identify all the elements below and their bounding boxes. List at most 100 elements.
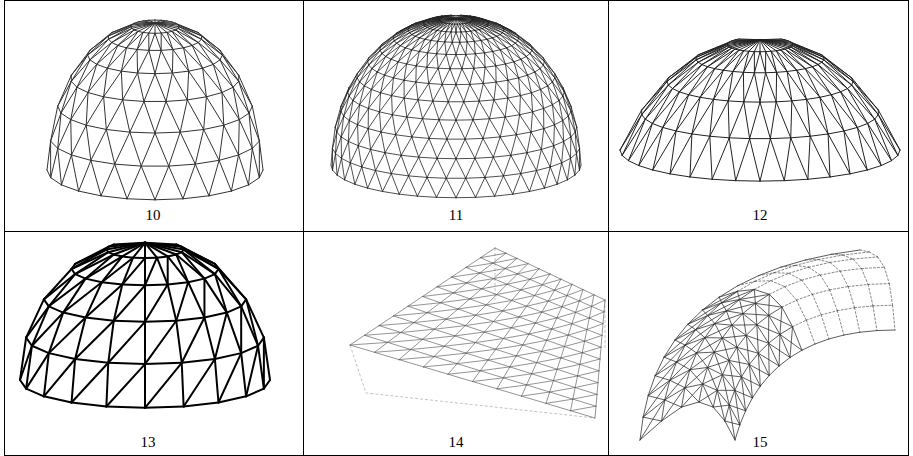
- wire-member: [456, 16, 460, 19]
- wire-member: [91, 160, 115, 164]
- wire-member: [344, 116, 350, 121]
- wire-member: [575, 376, 577, 388]
- support-line: [495, 248, 496, 300]
- wire-member: [427, 67, 429, 83]
- wire-member: [371, 149, 376, 170]
- wire-member: [521, 171, 537, 174]
- wire-member: [500, 137, 511, 155]
- wire-member: [446, 315, 476, 319]
- wire-member: [791, 136, 810, 138]
- wire-member: [77, 60, 90, 87]
- wire-member: [107, 48, 126, 68]
- wire-member: [552, 324, 572, 329]
- wire-member: [777, 72, 792, 101]
- wire-member: [485, 67, 496, 82]
- wire-member: [233, 87, 249, 113]
- wire-member: [568, 335, 584, 341]
- wire-member: [195, 160, 219, 164]
- wire-member: [368, 188, 383, 191]
- wire-member: [585, 330, 587, 342]
- wire-member: [385, 153, 401, 156]
- wire-member: [382, 54, 386, 57]
- wire-member: [572, 284, 583, 289]
- wire-member: [368, 129, 381, 132]
- wire-member: [144, 322, 146, 364]
- wire-member: [71, 120, 86, 126]
- wire-member: [521, 59, 535, 72]
- wire-member: [32, 306, 49, 345]
- wire-member: [75, 359, 108, 363]
- wire-member: [394, 41, 396, 43]
- wire-member: [240, 306, 242, 353]
- wire-member: [580, 364, 599, 370]
- wire-member: [689, 95, 700, 98]
- wire-member: [137, 33, 149, 49]
- wire-member: [557, 307, 562, 318]
- wire-member: [412, 119, 423, 137]
- wire-member: [126, 31, 138, 47]
- wire-member: [465, 139, 475, 158]
- wire-member: [180, 132, 195, 164]
- wire-member: [455, 336, 475, 343]
- wire-member: [172, 73, 187, 100]
- wire-member: [376, 171, 383, 192]
- wire-member: [544, 129, 554, 146]
- wire-member: [184, 48, 203, 68]
- wire-member: [475, 158, 485, 177]
- wire-member: [166, 100, 187, 102]
- wire-member: [350, 146, 358, 163]
- wire-member: [743, 52, 754, 73]
- wire-member: [88, 93, 104, 97]
- wire-member: [450, 55, 456, 69]
- wire-member: [812, 65, 818, 67]
- wire-member: [824, 60, 853, 82]
- wire-member: [264, 338, 270, 380]
- wire-member: [475, 332, 484, 343]
- wire-member: [137, 49, 149, 51]
- wire-member: [423, 297, 441, 303]
- wire-member: [522, 396, 547, 403]
- wire-member: [204, 97, 207, 130]
- wire-member: [377, 56, 385, 72]
- wire-member: [345, 180, 355, 184]
- wire-member: [494, 317, 520, 322]
- wire-member: [508, 98, 520, 115]
- wire-member: [511, 323, 535, 328]
- wire-member: [557, 312, 576, 318]
- wire-member: [567, 296, 579, 301]
- wire-member: [466, 353, 488, 360]
- wire-member: [481, 253, 507, 258]
- wire-member: [192, 42, 198, 45]
- wire-member: [368, 129, 370, 150]
- wire-member: [508, 80, 520, 95]
- wire-member: [342, 158, 345, 180]
- wire-member: [557, 180, 567, 184]
- wire-member: [411, 339, 423, 349]
- wire-member: [419, 138, 429, 157]
- wire-member: [394, 313, 428, 316]
- wire-member: [518, 36, 532, 48]
- wire-member: [561, 353, 582, 358]
- wire-member: [372, 69, 377, 72]
- wire-member: [673, 89, 680, 92]
- wire-member: [857, 127, 867, 170]
- wire-member: [404, 98, 407, 117]
- wire-member: [206, 97, 223, 125]
- wire-member: [394, 62, 399, 78]
- wire-member: [570, 158, 574, 175]
- wire-member: [824, 57, 853, 81]
- wire-member: [155, 33, 161, 34]
- wire-member: [670, 131, 676, 174]
- wire-member: [377, 72, 384, 75]
- wire-member: [213, 64, 222, 92]
- wire-member: [480, 367, 510, 371]
- wire-member: [568, 330, 587, 336]
- wire-member: [489, 100, 493, 119]
- wire-member: [510, 356, 516, 367]
- wire-member: [690, 136, 710, 177]
- wire-member: [145, 243, 176, 245]
- wire-member: [204, 129, 219, 160]
- wire-member: [470, 295, 497, 299]
- wire-member: [760, 38, 781, 40]
